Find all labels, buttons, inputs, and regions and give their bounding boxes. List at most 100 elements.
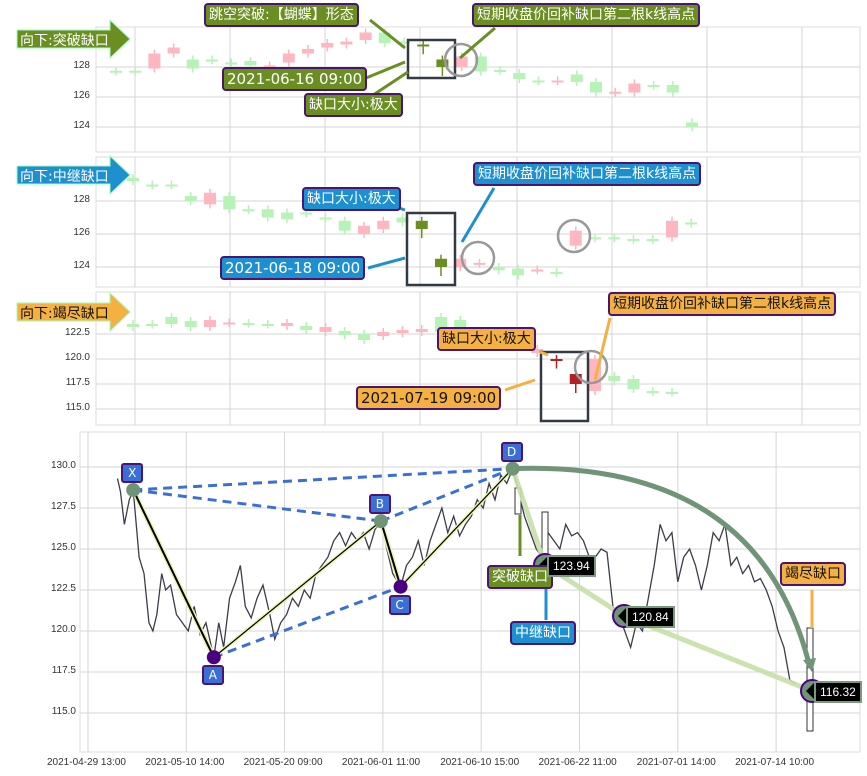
main-panel xyxy=(79,431,861,753)
candle-body xyxy=(378,32,391,43)
candle-body xyxy=(223,322,236,325)
candle-body xyxy=(319,217,332,220)
candle-body xyxy=(338,331,351,335)
point-label-C: C xyxy=(388,594,411,615)
candle-body xyxy=(531,349,544,353)
annotation-arrow xyxy=(460,187,496,243)
x-tick-label: 2021-05-20 09:00 xyxy=(243,757,323,768)
pattern-leg xyxy=(132,489,215,658)
y-tick-label: 120.0 xyxy=(64,352,90,363)
annotation-arrow xyxy=(367,256,406,270)
candle-body xyxy=(532,80,545,83)
annotation-arrow xyxy=(369,18,406,50)
pattern-dashed-line xyxy=(133,488,382,523)
pattern-point-B xyxy=(373,514,388,529)
candle-body xyxy=(302,49,314,54)
point-label-D: D xyxy=(500,441,523,462)
candle-body xyxy=(300,212,313,215)
candle-body xyxy=(300,326,313,330)
candle-body xyxy=(338,220,351,231)
gap-type-label: 中继缺口 xyxy=(510,621,576,645)
candle-body xyxy=(223,196,236,210)
panel-title-arrow xyxy=(16,18,131,60)
candle-body xyxy=(666,392,678,394)
candle-body xyxy=(127,324,139,327)
candle-body xyxy=(569,374,582,384)
candle-body xyxy=(321,43,334,48)
candle-body xyxy=(110,70,122,73)
point-label-X: X xyxy=(121,462,144,483)
candle-body xyxy=(415,220,428,230)
annotation-arrow xyxy=(539,350,549,357)
candle-body xyxy=(415,329,428,332)
gap-box xyxy=(406,38,457,80)
candle-body xyxy=(340,41,353,45)
candle-body xyxy=(129,70,142,73)
candle-body xyxy=(550,359,563,361)
candle-body xyxy=(646,391,659,393)
gap-size-label: 缺口大小:极大 xyxy=(302,187,401,211)
candle-body xyxy=(666,85,679,93)
candle-body xyxy=(242,323,255,325)
panel-title: 向下:突破缺口 xyxy=(20,33,109,49)
x-tick-label: 2021-05-10 14:00 xyxy=(145,757,225,768)
y-tick-label: 126 xyxy=(73,90,90,101)
candle-body xyxy=(146,324,159,326)
y-tick-label: 120.0 xyxy=(50,624,76,635)
candle-body xyxy=(165,184,178,187)
panel-title: 向下:中继缺口 xyxy=(20,169,109,185)
candle-body xyxy=(127,177,139,182)
y-tick-label: 126 xyxy=(73,227,90,238)
y-tick-label: 128 xyxy=(73,60,90,71)
x-tick-label: 2021-06-22 11:00 xyxy=(538,757,617,768)
candle-body xyxy=(282,53,295,63)
candle-body xyxy=(261,324,274,326)
tag-pointer xyxy=(806,681,816,701)
candle-body xyxy=(492,267,505,271)
candle-body xyxy=(146,184,159,187)
pattern-label: 跳空突破:【蝴蝶】形态 xyxy=(204,3,359,27)
panel-title-arrow xyxy=(16,154,131,196)
gap-type-label: 竭尽缺口 xyxy=(780,562,846,586)
candle-body xyxy=(455,56,468,67)
point-label-A: A xyxy=(201,665,224,686)
candle-body xyxy=(550,271,563,274)
x-tick-label: 2021-04-29 13:00 xyxy=(47,757,126,768)
candle-body xyxy=(165,317,178,324)
candle-body xyxy=(608,376,621,381)
candle-body xyxy=(473,262,486,265)
candle-body xyxy=(454,320,467,329)
candle-body xyxy=(590,82,602,93)
candle-body xyxy=(686,122,698,127)
candle-body xyxy=(454,258,467,267)
candle-body xyxy=(281,323,293,326)
y-tick-label: 115.0 xyxy=(65,402,90,413)
candle-body xyxy=(184,196,197,201)
pattern-point-C xyxy=(393,579,408,594)
candle-body xyxy=(206,59,218,62)
candle-body xyxy=(358,225,370,234)
candle-body xyxy=(494,70,506,72)
arc-arrowhead xyxy=(803,658,816,672)
fill-circle xyxy=(573,349,609,385)
candle-body xyxy=(281,212,293,220)
candle-body xyxy=(589,237,601,240)
gap-price-tag: 120.84 xyxy=(626,606,675,628)
fill-label: 短期收盘价回补缺口第二根k线高点 xyxy=(608,292,837,316)
candle-body xyxy=(647,85,660,87)
candle-body xyxy=(513,73,526,79)
y-tick-label: 124 xyxy=(73,120,90,131)
candle-body xyxy=(628,83,641,93)
projection-arc xyxy=(512,465,813,669)
pattern-dashed-line xyxy=(133,467,513,492)
y-tick-label: 117.5 xyxy=(51,665,76,676)
annotation-arrow xyxy=(459,26,496,60)
panel-title-arrow xyxy=(16,291,131,333)
candle-body xyxy=(435,258,447,267)
candle-body xyxy=(377,220,390,230)
y-tick-label: 122.5 xyxy=(64,327,90,338)
x-tick-label: 2021-07-14 10:00 xyxy=(735,757,815,768)
candle-body xyxy=(646,238,659,241)
candle-body xyxy=(417,44,430,47)
candle-body xyxy=(167,47,180,54)
